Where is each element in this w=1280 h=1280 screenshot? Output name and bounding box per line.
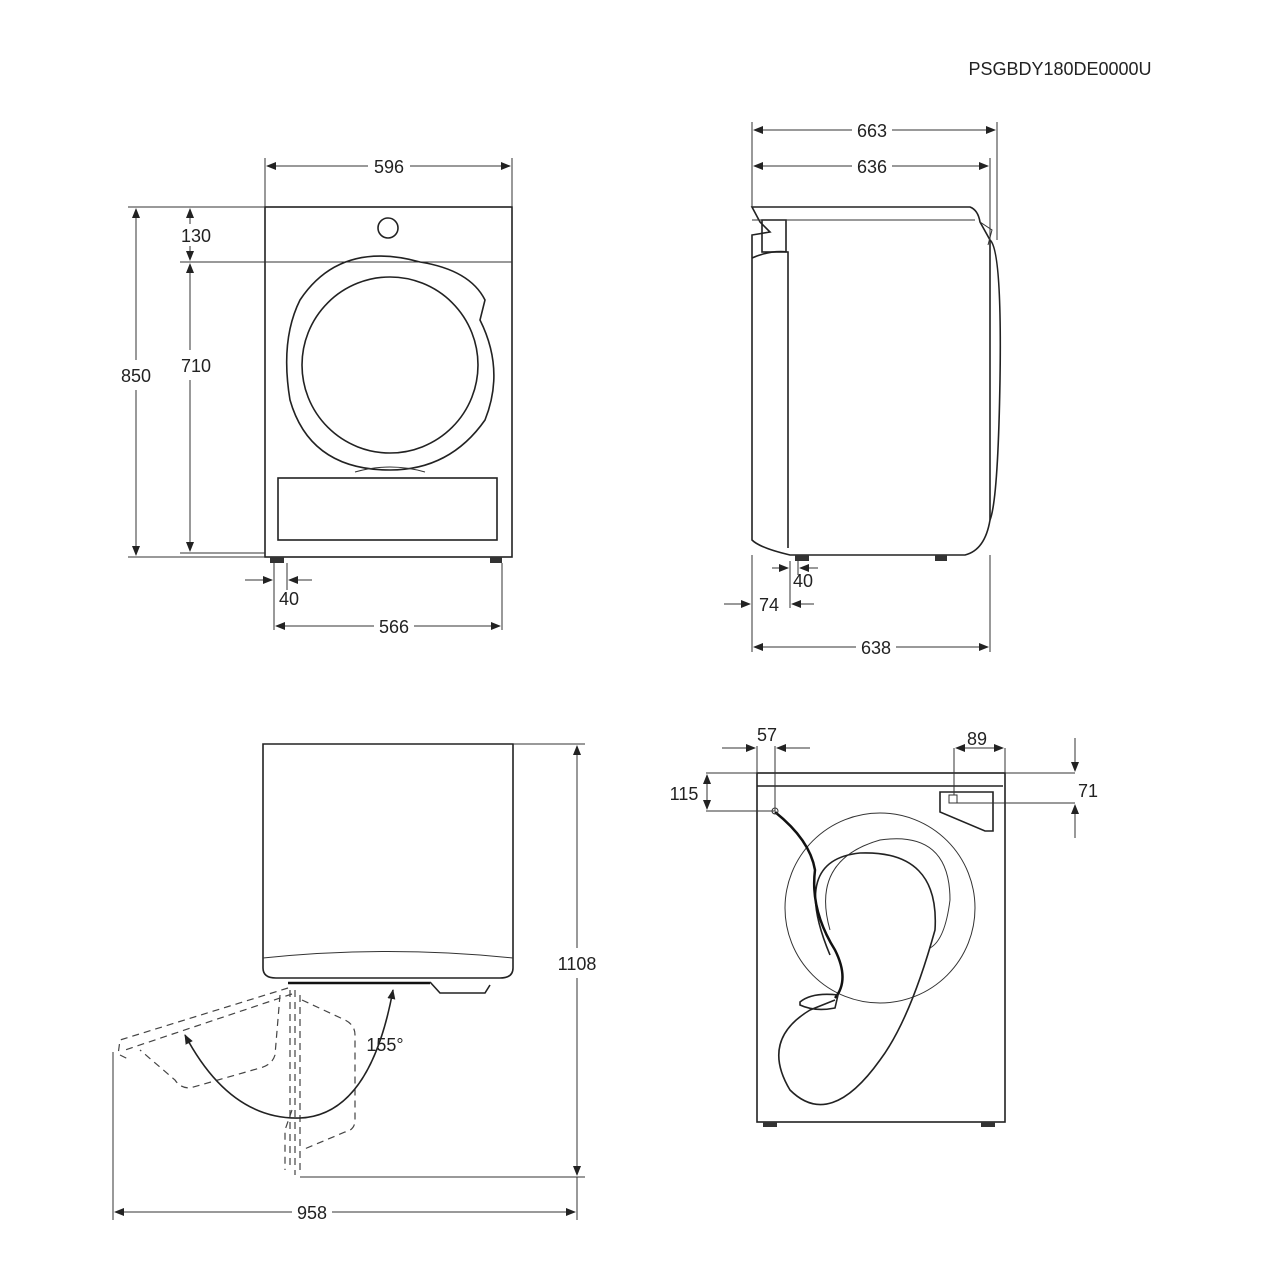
dim-front-to-foot: 74	[759, 595, 779, 615]
dim-height-door-open: 1108	[558, 954, 597, 974]
rear-body	[756, 772, 1006, 1123]
dim-depth-body: 636	[857, 157, 887, 177]
model-code: PSGBDY180DE0000U	[968, 59, 1151, 79]
power-plug	[799, 993, 839, 1011]
dim-hose-y: 115	[670, 784, 699, 804]
dim-width: 596	[374, 157, 404, 177]
dim-foot-inset: 40	[279, 589, 299, 609]
door-open-view: 155° 1108 958	[112, 743, 597, 1223]
drawer	[277, 477, 498, 541]
front-body	[264, 206, 513, 558]
dim-depth-door-open: 958	[297, 1203, 327, 1223]
outlet-bracket	[939, 791, 994, 832]
dim-outlet-y: 71	[1078, 781, 1098, 801]
dim-door-area: 710	[181, 356, 211, 376]
dim-door-angle: 155°	[366, 1035, 403, 1055]
dim-depth-base: 638	[861, 638, 891, 658]
top-body	[262, 743, 514, 979]
rear-view: 57 115 89 71	[670, 725, 1098, 1127]
dim-foot-span: 566	[379, 617, 409, 637]
front-view: 596 850 130 710 40 566	[121, 157, 513, 637]
control-knob	[377, 217, 399, 239]
dim-depth-total: 663	[857, 121, 887, 141]
side-view: 663 636 40 74 638	[724, 121, 1002, 658]
door	[285, 255, 495, 471]
dim-top-panel: 130	[181, 226, 211, 246]
dim-height: 850	[121, 366, 151, 386]
side-body	[750, 206, 991, 556]
dim-side-foot-inset: 40	[793, 571, 813, 591]
dim-hose-x: 57	[757, 725, 777, 745]
dim-outlet-x: 89	[967, 729, 987, 749]
